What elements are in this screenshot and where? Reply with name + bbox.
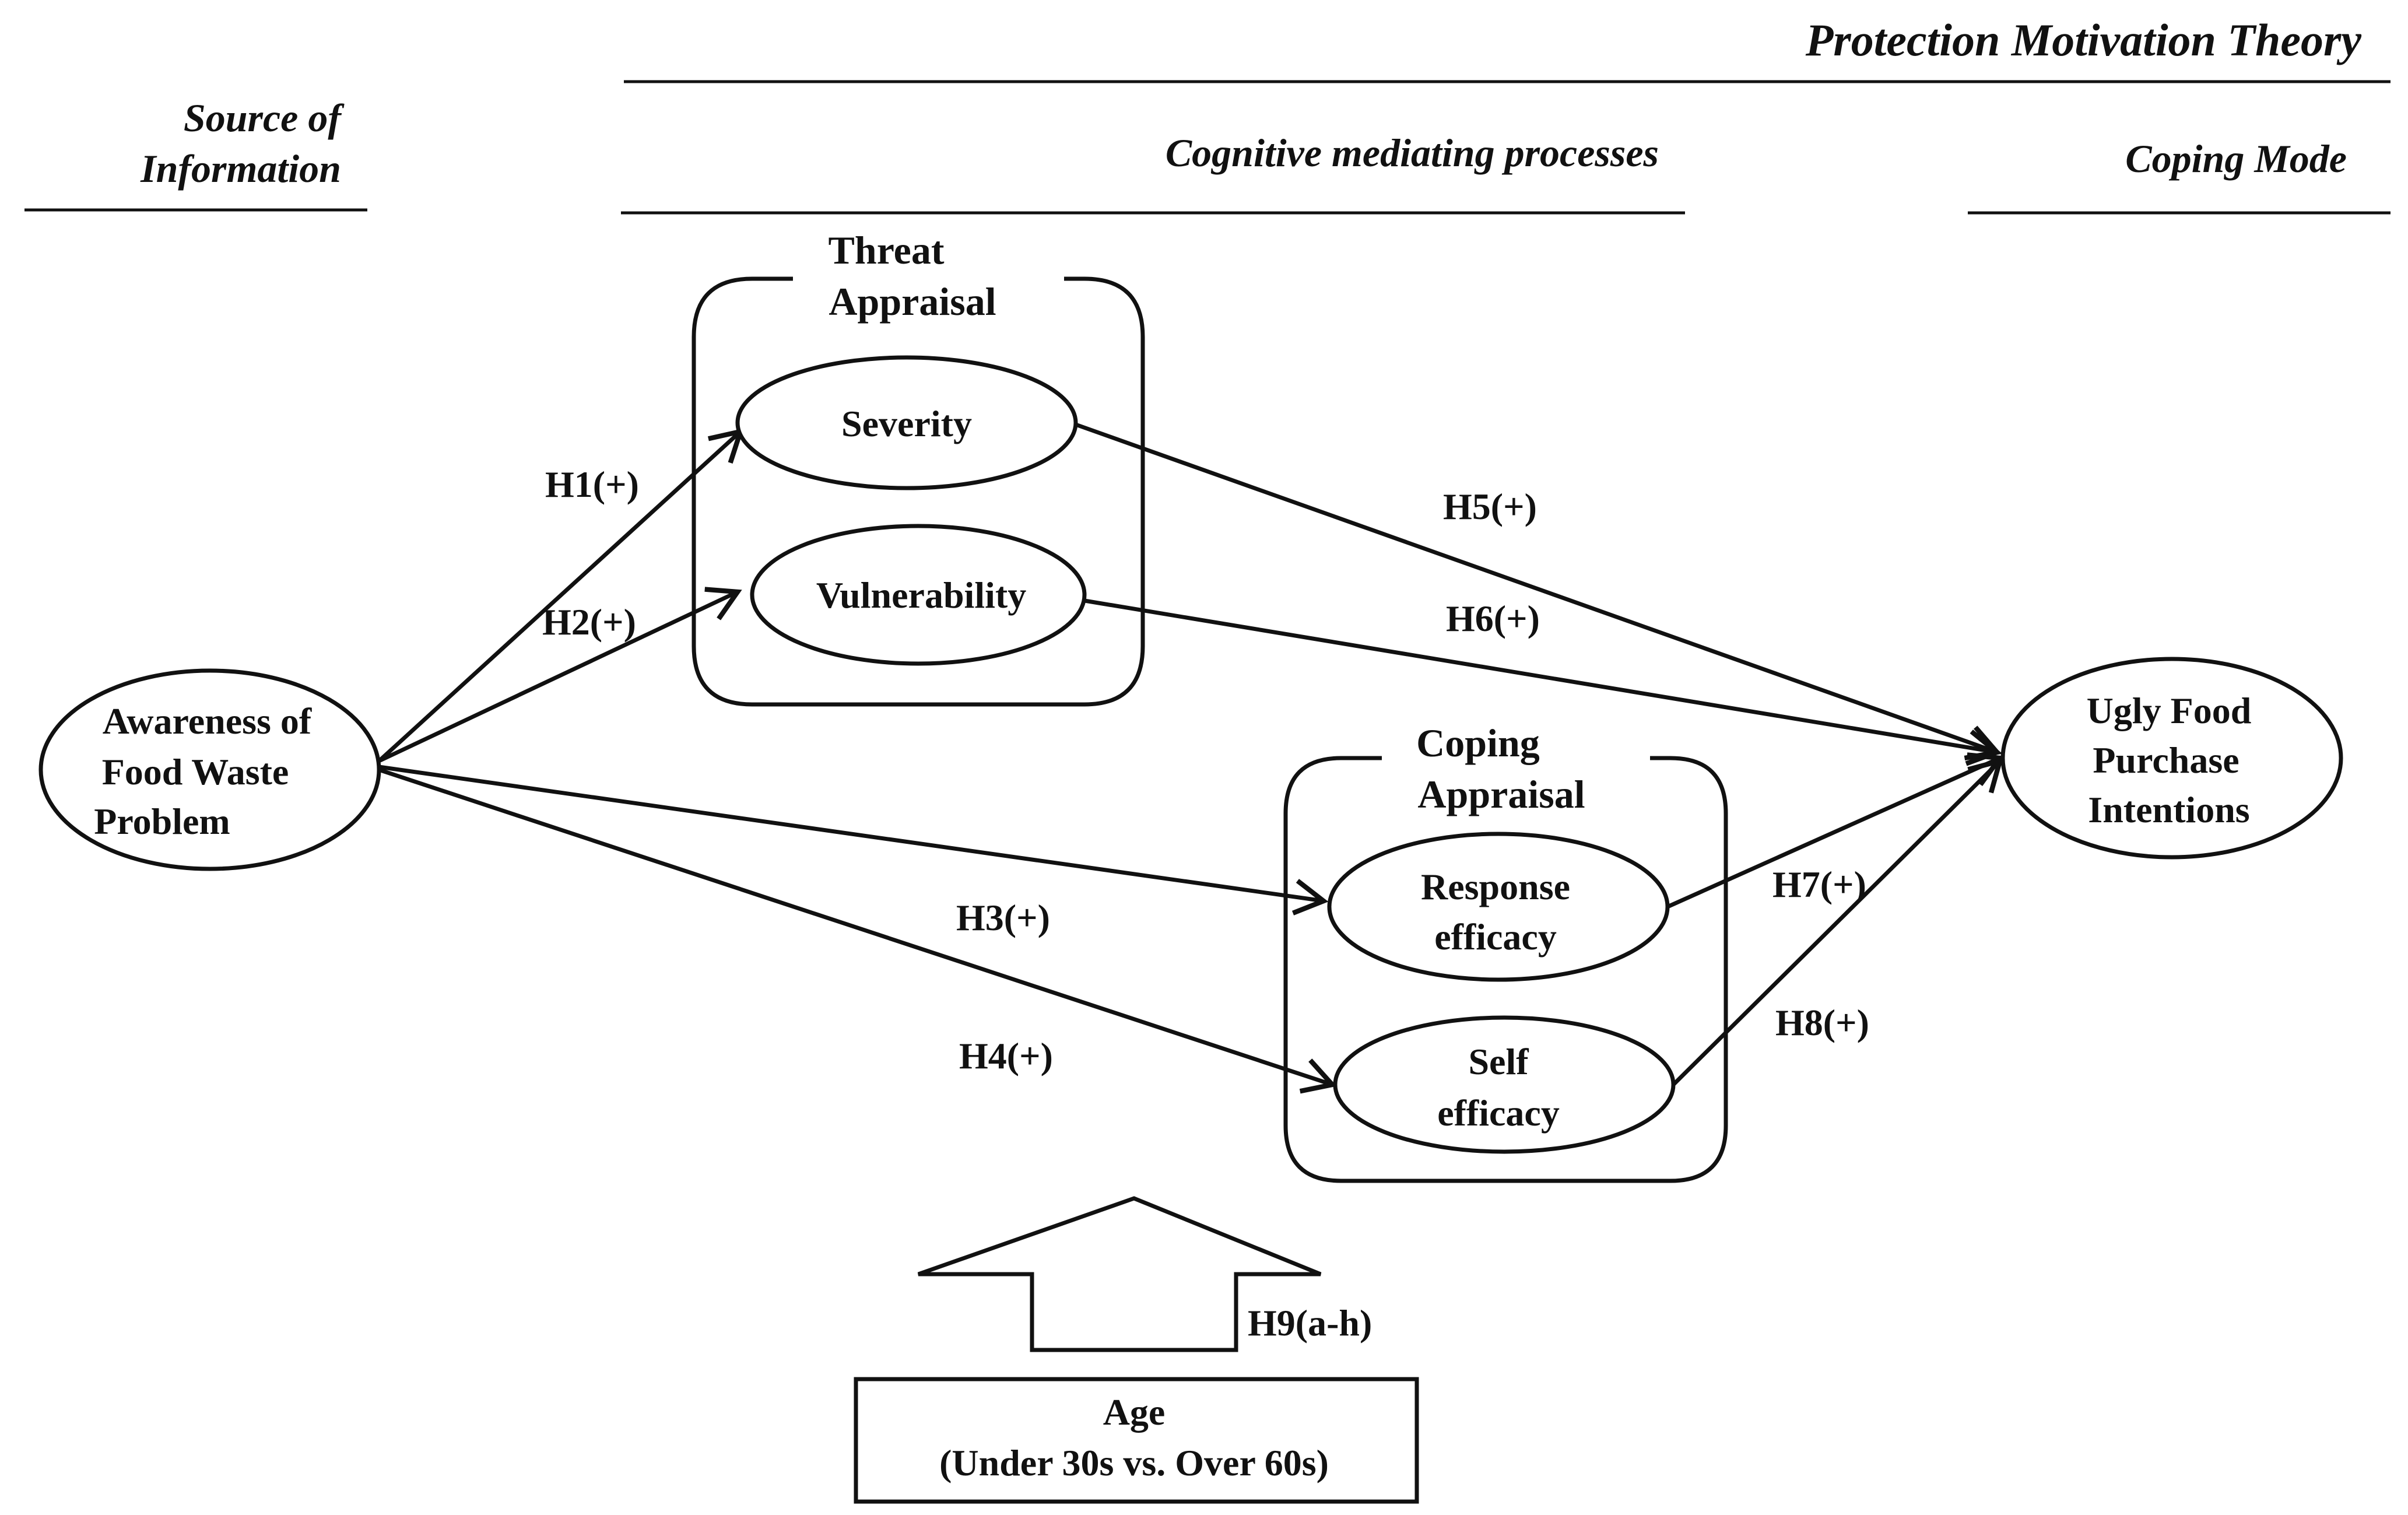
awareness-label-line3: Problem	[94, 801, 230, 842]
response-efficacy-label-line2: efficacy	[1434, 916, 1557, 958]
threat-appraisal-label-line2: Appraisal	[829, 279, 996, 324]
severity-label: Severity	[841, 403, 972, 444]
label-h4: H4(+)	[959, 1035, 1053, 1076]
awareness-label-line2: Food Waste	[102, 751, 289, 792]
arrow-h2	[378, 587, 742, 763]
age-label-line2: (Under 30s vs. Over 60s)	[939, 1442, 1329, 1484]
arrow-h7	[1666, 752, 2005, 909]
ugly-food-label-line2: Purchase	[2093, 739, 2239, 781]
source-label-line1: Source of	[184, 96, 345, 140]
label-h6: H6(+)	[1446, 598, 1540, 639]
label-h9: H9(a-h)	[1248, 1302, 1372, 1344]
arrow-h1	[377, 428, 745, 763]
age-label-line1: Age	[1103, 1391, 1166, 1433]
threat-appraisal-label-line1: Threat	[829, 228, 945, 272]
cognitive-label: Cognitive mediating processes	[1166, 131, 1659, 175]
moderator-up-arrow	[917, 1196, 1322, 1352]
ugly-food-node	[2000, 657, 2343, 860]
age-box	[854, 1377, 1419, 1504]
arrow-h8	[1672, 758, 2004, 1086]
response-efficacy-label-line1: Response	[1421, 866, 1570, 907]
coping-appraisal-label-line2: Appraisal	[1417, 772, 1585, 816]
awareness-node	[38, 668, 381, 871]
ugly-food-label-line1: Ugly Food	[2087, 690, 2252, 731]
theory-title: Protection Motivation Theory	[1805, 15, 2362, 65]
arrow-h3	[378, 764, 1329, 916]
label-h2: H2(+)	[542, 601, 636, 643]
label-h5: H5(+)	[1443, 486, 1537, 527]
source-label-line2: Information	[140, 146, 341, 191]
arrow-h6	[1084, 598, 2002, 766]
threat-appraisal-box	[691, 276, 1145, 707]
coping-mode-label: Coping Mode	[2125, 136, 2347, 181]
coping-appraisal-label-line1: Coping	[1416, 721, 1540, 765]
self-efficacy-node	[1333, 1015, 1676, 1154]
severity-node	[735, 355, 1078, 490]
label-h8: H8(+)	[1775, 1002, 1869, 1043]
ugly-food-label-line3: Intentions	[2088, 789, 2249, 830]
awareness-label-line1: Awareness of	[103, 700, 312, 742]
label-h3: H3(+)	[956, 897, 1050, 938]
self-efficacy-label-line2: efficacy	[1437, 1092, 1560, 1134]
self-efficacy-label-line1: Self	[1468, 1041, 1529, 1082]
arrow-h5	[1075, 422, 2002, 761]
vulnerability-label: Vulnerability	[816, 574, 1026, 616]
label-h7: H7(+)	[1772, 864, 1866, 905]
arrow-h4	[378, 767, 1338, 1094]
vulnerability-node	[750, 524, 1087, 666]
label-h1: H1(+)	[545, 464, 639, 505]
response-efficacy-node	[1327, 832, 1670, 982]
coping-appraisal-box	[1283, 756, 1728, 1183]
